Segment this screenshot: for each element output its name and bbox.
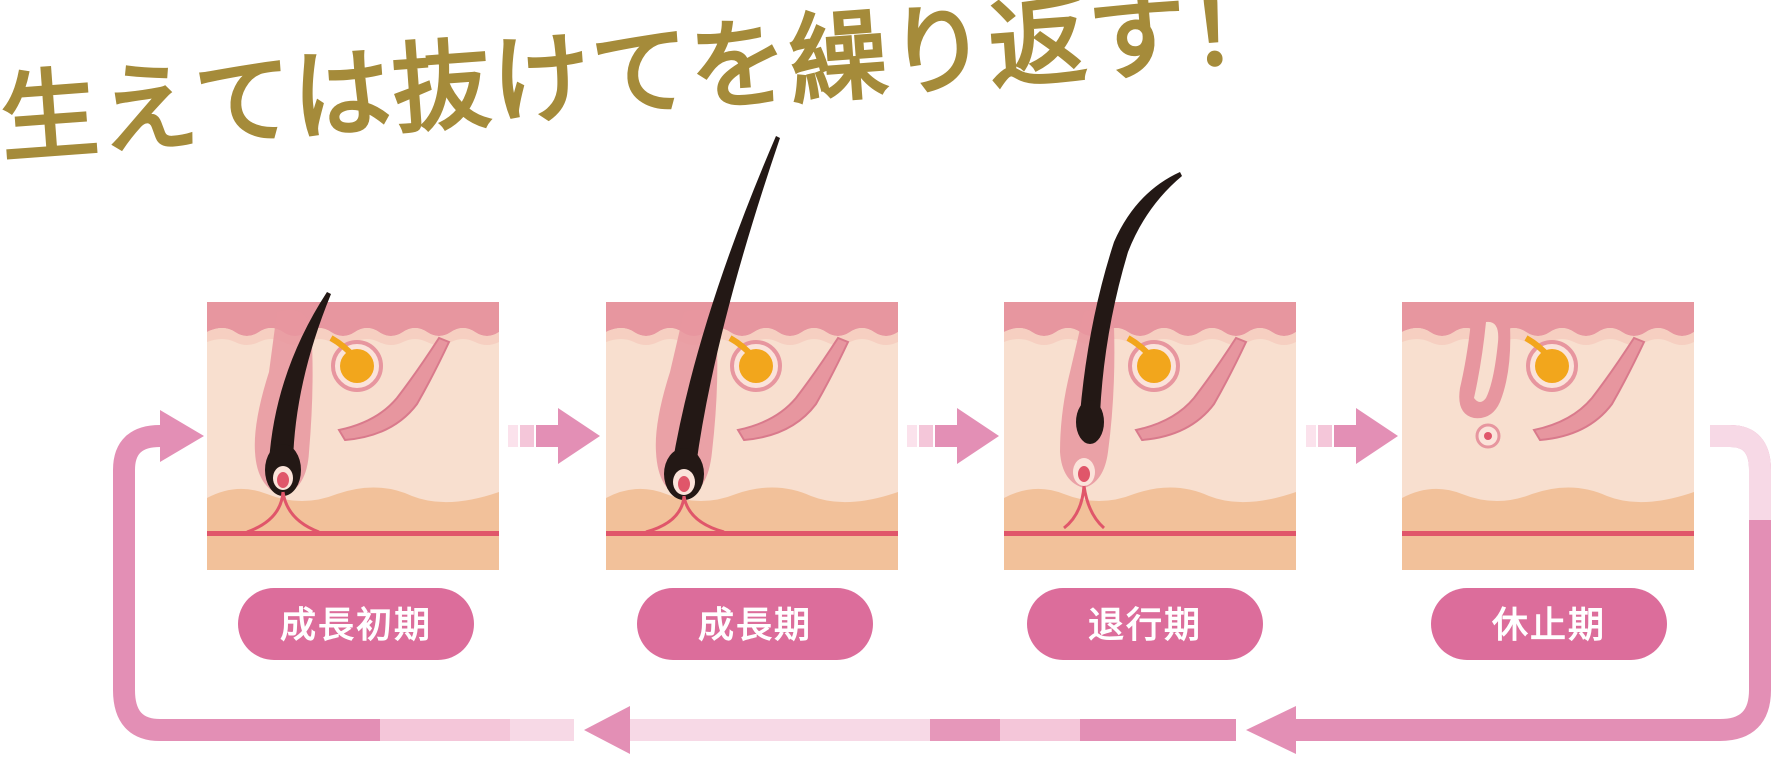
stage-label-4: 休止期: [1491, 605, 1606, 646]
stage-label-2: 成長期: [698, 605, 812, 646]
stage-label-pill-1: 成長初期: [238, 588, 474, 660]
stage-label-3: 退行期: [1088, 605, 1202, 646]
stage-label-pill-2: 成長期: [637, 588, 873, 660]
stage-label-1: 成長初期: [280, 605, 432, 646]
stage-panel-early-anagen: [207, 292, 499, 570]
stage-label-pill-3: 退行期: [1027, 588, 1263, 660]
arrow-stage3-to-stage4: [1306, 408, 1398, 464]
stage-panel-catagen: [1004, 172, 1296, 570]
arrow-stage2-to-stage3: [907, 408, 999, 464]
arrow-stage1-to-stage2: [508, 408, 600, 464]
stage-label-pill-4: 休止期: [1431, 588, 1667, 660]
stage-panel-anagen: [606, 136, 898, 570]
cycle-return-arrow: [113, 410, 1771, 754]
stage-panel-telogen: [1402, 302, 1694, 570]
